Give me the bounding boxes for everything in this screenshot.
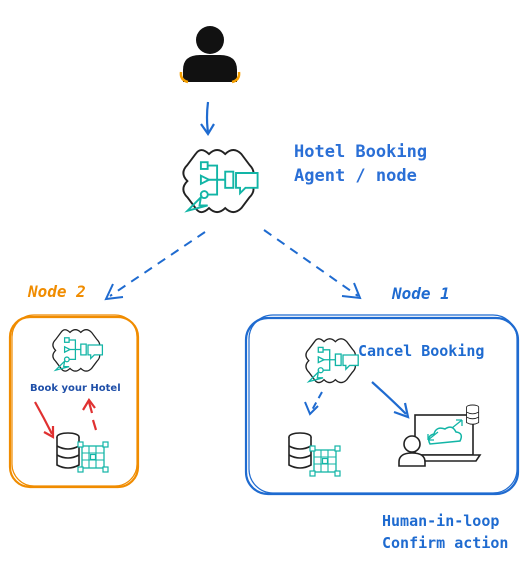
node1-small-database-icon xyxy=(466,404,480,425)
node2-red-arrows xyxy=(34,398,98,439)
human-in-loop-line2: Confirm action xyxy=(382,534,509,552)
agent-title-line2: Agent / node xyxy=(294,166,417,186)
node2-box xyxy=(8,314,140,489)
node1-agent-icon xyxy=(305,338,359,384)
agent-to-node1-arrow xyxy=(263,229,362,300)
user-to-agent-arrow xyxy=(200,101,215,137)
user-icon xyxy=(179,26,241,84)
node1-solid-arrow xyxy=(371,381,410,419)
node1-matrix-icon xyxy=(309,445,341,477)
node1-box xyxy=(244,314,520,496)
agent-icon xyxy=(182,149,259,214)
cancel-booking-label: Cancel Booking xyxy=(358,342,485,360)
agent-title: Hotel Booking Agent / node xyxy=(294,140,427,188)
agent-title-line1: Hotel Booking xyxy=(294,142,428,162)
node2-agent-icon xyxy=(52,329,104,372)
node1-label: Node 1 xyxy=(392,284,450,303)
human-in-loop-line1: Human-in-loop xyxy=(382,512,500,530)
node1-database-icon xyxy=(288,432,312,469)
human-in-loop-note: Human-in-loop Confirm action xyxy=(382,510,508,554)
node2-database-icon xyxy=(56,432,80,469)
human-computer-icon xyxy=(398,414,482,467)
node2-matrix-icon xyxy=(77,441,109,473)
node1-dashed-arrow xyxy=(304,391,323,416)
cloud-sync-icon xyxy=(427,419,463,445)
agent-to-node2-arrow xyxy=(104,231,206,301)
node2-label: Node 2 xyxy=(28,282,86,301)
book-hotel-label: Book your Hotel xyxy=(30,383,121,394)
